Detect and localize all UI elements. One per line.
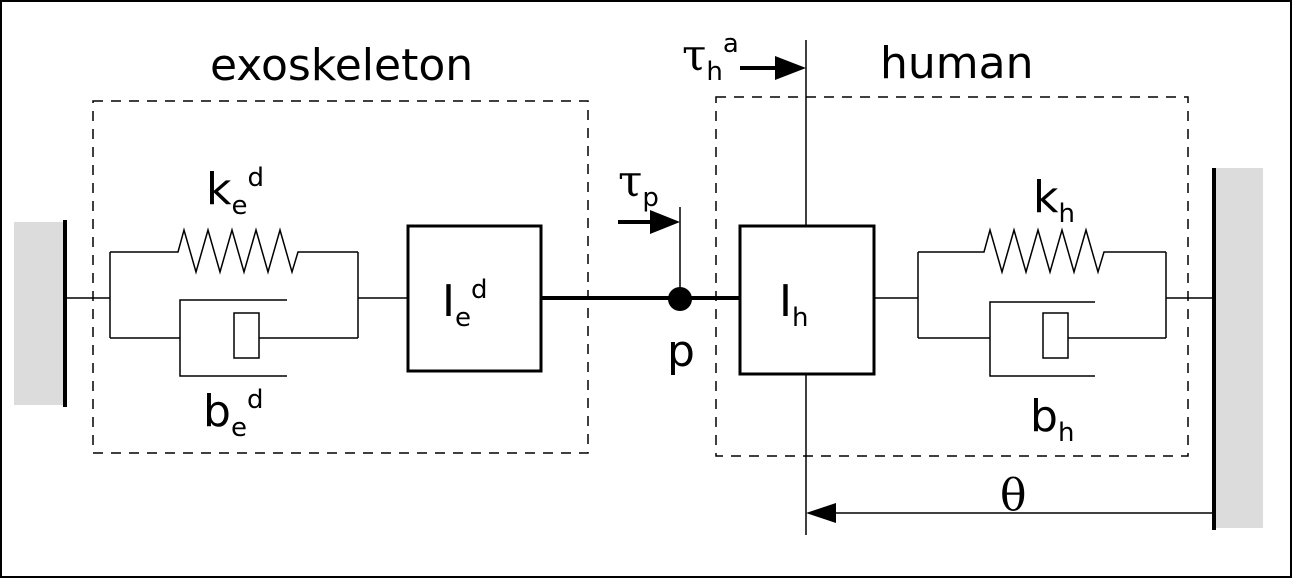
human-spring bbox=[918, 227, 1166, 275]
contact-point-label: p bbox=[667, 326, 695, 377]
exoskeleton-damper-cylinder bbox=[179, 299, 287, 377]
left-ground bbox=[14, 222, 64, 405]
exoskeleton-spring-damper bbox=[65, 227, 408, 377]
human-stiffness-label: kh bbox=[1033, 172, 1075, 229]
exoskeleton-inertia-block bbox=[406, 224, 543, 373]
human-title: human bbox=[880, 38, 1034, 89]
right-ground bbox=[1215, 168, 1263, 528]
human-inertia-label: Ih bbox=[779, 276, 809, 333]
human-damping-label: bh bbox=[1030, 391, 1075, 448]
human-damper-cylinder bbox=[989, 301, 1095, 377]
tau-h-arrow-head bbox=[775, 56, 806, 80]
contact-point bbox=[668, 287, 692, 311]
exoskeleton-damper-piston bbox=[233, 312, 260, 359]
exoskeleton-stiffness-label: ked bbox=[206, 163, 264, 221]
interaction-torque-label: τp bbox=[618, 156, 659, 213]
human-inertia-block bbox=[738, 224, 876, 376]
exoskeleton-title: exoskeleton bbox=[210, 40, 474, 91]
tau-p-arrow-head bbox=[650, 210, 680, 234]
human-damper-piston bbox=[1042, 312, 1069, 359]
exoskeleton-spring bbox=[110, 227, 358, 275]
theta-arrow-head bbox=[806, 503, 836, 523]
exoskeleton-box bbox=[92, 100, 589, 454]
human-spring-damper bbox=[874, 227, 1214, 377]
human-box bbox=[715, 96, 1189, 457]
human-active-torque-label: τha bbox=[682, 29, 739, 87]
exoskeleton-inertia-label: Ied bbox=[442, 275, 488, 333]
exoskeleton-damping-label: bed bbox=[203, 385, 264, 443]
theta-label: θ bbox=[1000, 470, 1027, 521]
